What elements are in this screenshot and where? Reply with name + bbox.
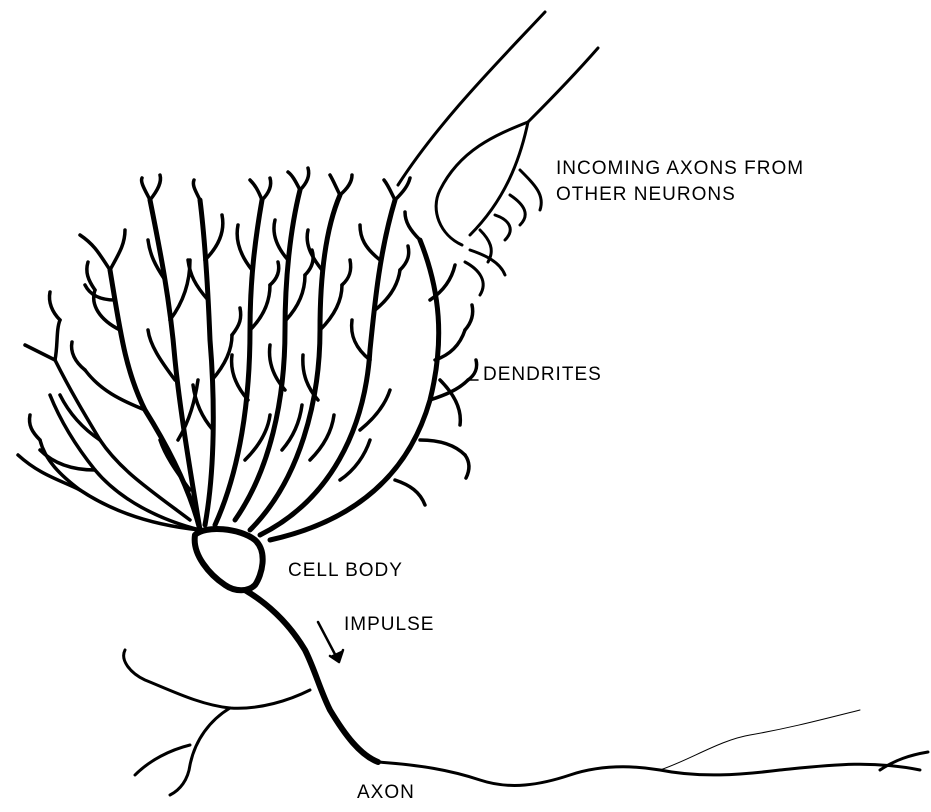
label-dendrites: DENDRITES — [483, 362, 602, 388]
axon-fiber — [124, 590, 928, 795]
impulse-arrow — [318, 622, 343, 662]
label-axon: AXON — [357, 780, 415, 806]
dendrite-tree — [18, 168, 477, 540]
label-impulse: IMPULSE — [344, 612, 434, 638]
incoming-axons — [398, 12, 598, 295]
label-incoming-axons: INCOMING AXONS FROM OTHER NEURONS — [556, 156, 804, 208]
label-incoming-axons-line2: OTHER NEURONS — [556, 182, 804, 208]
label-cell-body: CELL BODY — [288, 558, 403, 584]
cell-body-shape — [195, 529, 263, 590]
label-incoming-axons-line1: INCOMING AXONS FROM — [556, 156, 804, 182]
